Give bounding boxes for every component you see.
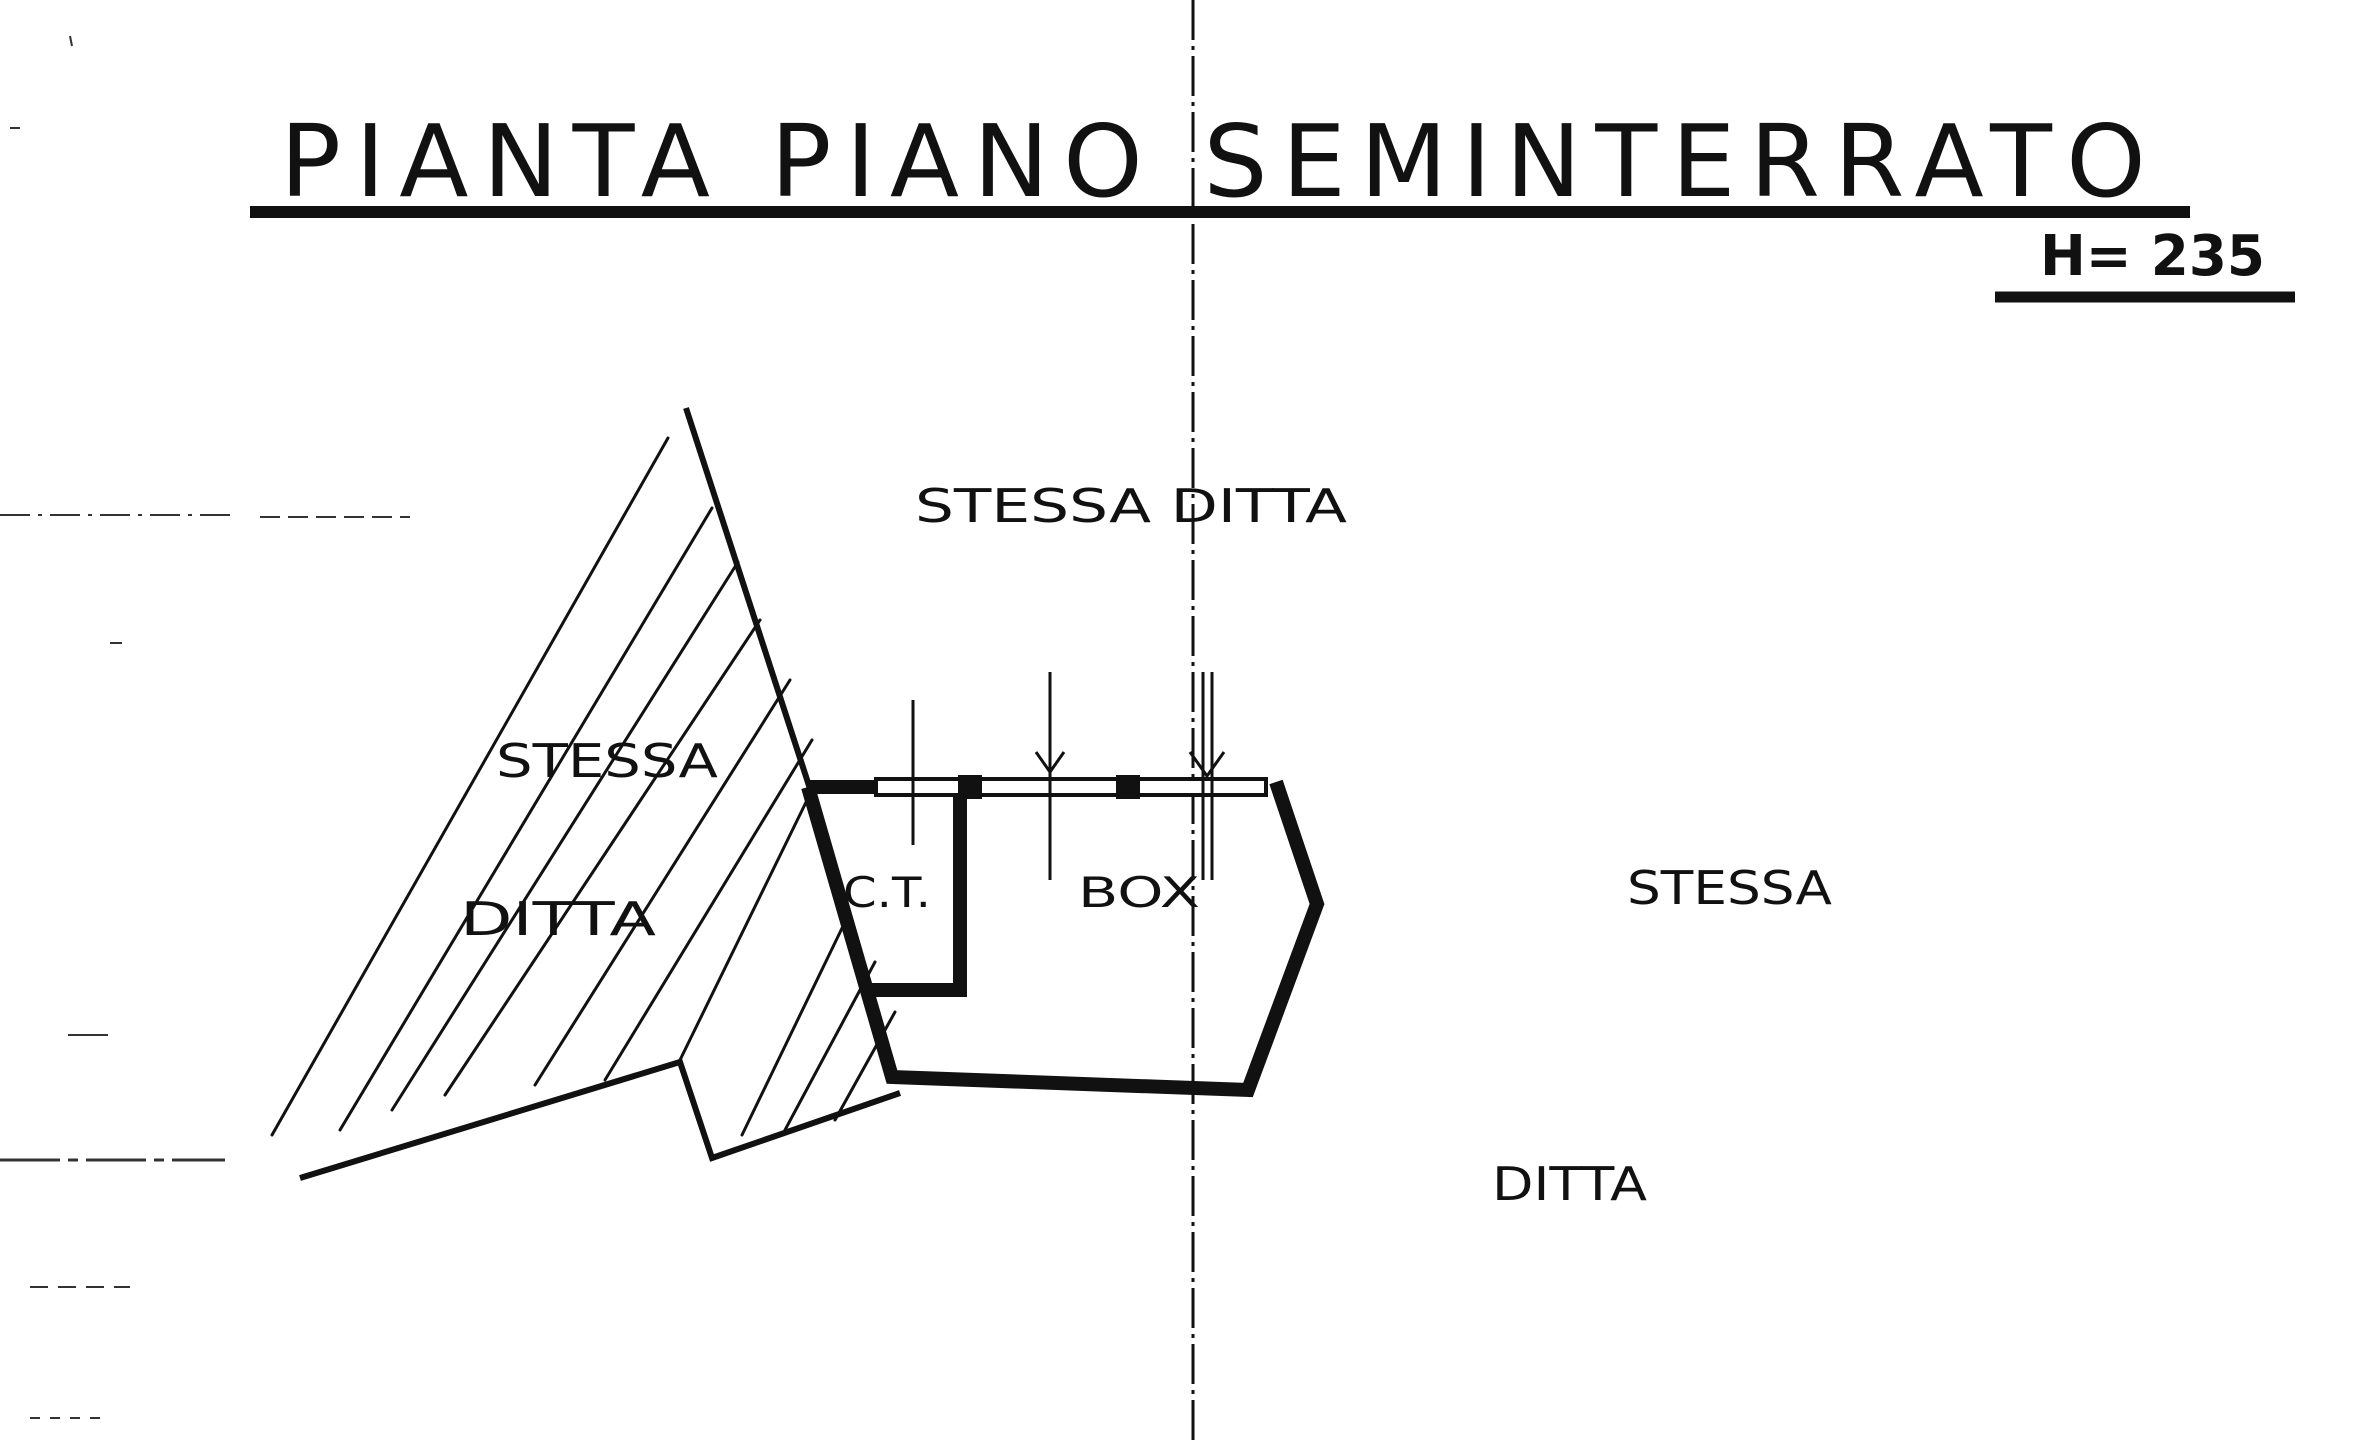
drawing-title: PIANTA PIANO SEMINTERRATO xyxy=(280,103,2160,220)
label-stessa-ditta-top: STESSA DITTA xyxy=(915,479,1348,533)
label-box-room: BOX xyxy=(1078,868,1200,917)
ceiling-height-label: H= 235 xyxy=(2040,224,2265,289)
margin-dash-marks xyxy=(0,35,410,1419)
label-stessa-right: STESSA xyxy=(1627,861,1833,915)
label-ct-room: C.T. xyxy=(843,868,931,917)
label-stessa-left: STESSA xyxy=(496,734,719,788)
windows-top-wall xyxy=(874,775,1268,799)
unit-walls xyxy=(801,779,1325,1098)
label-ditta-left: DITTA xyxy=(460,892,657,946)
neighbour-boundary xyxy=(299,407,901,1181)
section-marks xyxy=(911,672,1226,880)
label-ditta-right: DITTA xyxy=(1492,1157,1648,1211)
hatched-neighbour-area xyxy=(270,436,897,1137)
